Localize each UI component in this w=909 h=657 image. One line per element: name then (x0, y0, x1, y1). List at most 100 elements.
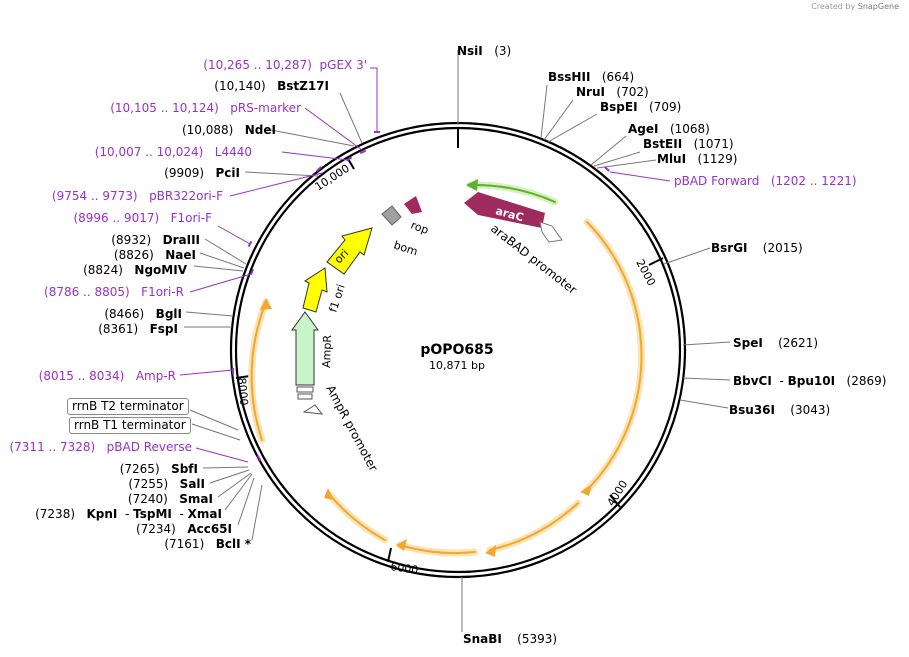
primer-mark-AmpR (232, 368, 234, 374)
site-BssHII[interactable]: BssHII (664) (548, 70, 634, 84)
primer-line-pBADfwd (609, 171, 671, 182)
ampR-promoter-label: AmpR promoter (323, 383, 380, 474)
primer-mark-L4440 (345, 156, 353, 162)
site-name: NruI (576, 85, 605, 99)
site-DraIII[interactable]: (8932) DraIII (111, 233, 200, 247)
site-pos: (8932) (111, 233, 152, 247)
site-MluI[interactable]: MluI (1129) (657, 152, 737, 166)
primer-Amp-R[interactable]: (8015 .. 8034) Amp-R (39, 369, 176, 383)
site-BspEI[interactable]: BspEI (709) (600, 100, 681, 114)
primer-mark-pBR322 (316, 166, 322, 172)
primer-F1ori-R[interactable]: (8786 .. 8805) F1ori-R (44, 285, 184, 299)
site-SnaBI[interactable]: SnaBI (5393) (463, 632, 557, 646)
site-SmaI[interactable]: (7240) SmaI (128, 492, 213, 506)
site-name-2: Bpu10I (787, 374, 836, 388)
site-pos: (10,140) (214, 79, 266, 93)
primer-pRS-marker[interactable]: (10,105 .. 10,124) pRS-marker (110, 101, 301, 115)
rrnB-T1-terminator-label[interactable]: rrnB T1 terminator (69, 417, 191, 434)
site-name: SbfI (171, 462, 198, 476)
leader-KpnI (224, 473, 253, 511)
rop-arrow (404, 196, 422, 214)
leader-SpeI (682, 341, 731, 346)
primer-mark-pBADrev (256, 454, 262, 462)
primer-F1ori-F[interactable]: (8996 .. 9017) F1ori-F (73, 211, 212, 225)
site-name: NsiI (457, 44, 483, 58)
site-name: FspI (149, 322, 178, 336)
site-pos: (664) (601, 70, 635, 84)
site-pos: (7234) (135, 522, 176, 536)
site-BsrGI[interactable]: BsrGI (2015) (711, 241, 803, 255)
site-name: BsrGI (711, 241, 748, 255)
arrowhead-2 (485, 545, 496, 557)
site-name: KpnI (86, 507, 118, 521)
f1-ori-arrow (302, 267, 328, 313)
leader-MluI (596, 159, 657, 169)
site-pos: (1129) (697, 152, 738, 166)
primer-pBAD-Reverse[interactable]: (7311 .. 7328) pBAD Reverse (9, 440, 192, 454)
ampR-arrow (291, 311, 319, 386)
tick-6000 (387, 547, 392, 563)
arrowhead-green (466, 179, 478, 191)
site-Acc65I[interactable]: (7234) Acc65I (136, 522, 232, 536)
site-name: NaeI (165, 248, 196, 262)
leader-NdeI (270, 129, 355, 147)
primer-pos: (10,105 .. 10,124) (110, 101, 219, 115)
site-NdeI[interactable]: (10,088) NdeI (182, 123, 276, 137)
leader-BstEII (593, 151, 641, 167)
primer-line-F1oriF (217, 225, 251, 245)
site-BclI[interactable]: (7161) BclI * (164, 537, 251, 551)
site-SbfI[interactable]: (7265) SbfI (120, 462, 198, 476)
leader-SalI (209, 469, 250, 484)
site-AgeI[interactable]: AgeI (1068) (628, 122, 710, 136)
site-NsiI[interactable]: NsiI (3) (457, 44, 511, 58)
site-name: BstEII (643, 137, 683, 151)
site-pos: (8466) (104, 307, 145, 321)
leader-SmaI (217, 472, 252, 498)
site-NgoMIV[interactable]: (8824) NgoMIV (83, 263, 187, 277)
site-KpnI-TspMI-XmaI[interactable]: (7238) KpnI - TspMI - XmaI (35, 507, 222, 521)
primer-line-F1oriR (189, 273, 252, 293)
site-SpeI[interactable]: SpeI (2621) (733, 336, 818, 350)
orf-arc-glow-4 (326, 491, 389, 544)
site-pos: (9909) (164, 166, 205, 180)
site-pos: (2869) (846, 374, 887, 388)
ampR-label: AmpR (320, 334, 334, 368)
leader-BclI (251, 484, 263, 541)
site-name: SmaI (179, 492, 213, 506)
primer-L4440[interactable]: (10,007 .. 10,024) L4440 (95, 145, 252, 159)
site-BbvCI[interactable]: BbvCI - Bpu10I (2869) (733, 374, 887, 388)
primer-pGEX-3[interactable]: (10,265 .. 10,287) pGEX 3' (203, 58, 367, 72)
site-name: SalI (179, 477, 205, 491)
primer-line-AmpR (179, 369, 234, 376)
site-BstEII[interactable]: BstEII (1071) (643, 137, 734, 151)
site-name-2: TspMI (133, 507, 172, 521)
credit-brand: SnapGene (857, 2, 899, 11)
site-pos: (7265) (119, 462, 160, 476)
site-BglI[interactable]: (8466) BglI (104, 307, 182, 321)
primer-pos: (9754 .. 9773) (51, 189, 138, 203)
leader-BglI (185, 311, 234, 317)
ampR-small-marker-2 (297, 393, 313, 400)
leader-Bsu36I (679, 399, 729, 409)
leader-BsrGI (663, 247, 711, 265)
primer-pBAD-Forward[interactable]: pBAD Forward (1202 .. 1221) (674, 174, 857, 188)
primer-pBR322ori-F[interactable]: (9754 .. 9773) pBR322ori-F (52, 189, 223, 203)
site-NaeI[interactable]: (8826) NaeI (114, 248, 196, 262)
rrnB-T2-terminator-label[interactable]: rrnB T2 terminator (67, 398, 189, 415)
site-pos: (8361) (98, 322, 139, 336)
site-pos: (3043) (790, 403, 831, 417)
site-pos: (7240) (127, 492, 168, 506)
site-name: BspEI (600, 100, 638, 114)
primer-name: L4440 (214, 145, 252, 159)
araC-arrow (464, 192, 545, 228)
site-BstZ17I[interactable]: (10,140) BstZ17I (214, 79, 329, 93)
site-NruI[interactable]: NruI (702) (576, 85, 649, 99)
site-Bsu36I[interactable]: Bsu36I (3043) (729, 403, 830, 417)
primer-name: pRS-marker (230, 101, 301, 115)
site-PciI[interactable]: (9909) PciI (164, 166, 240, 180)
site-SalI[interactable]: (7255) SalI (128, 477, 205, 491)
orf-arc-3 (399, 544, 476, 555)
site-FspI[interactable]: (8361) FspI (98, 322, 178, 336)
primer-name: pBAD Reverse (106, 440, 192, 454)
orf-arrowheads (260, 179, 592, 557)
